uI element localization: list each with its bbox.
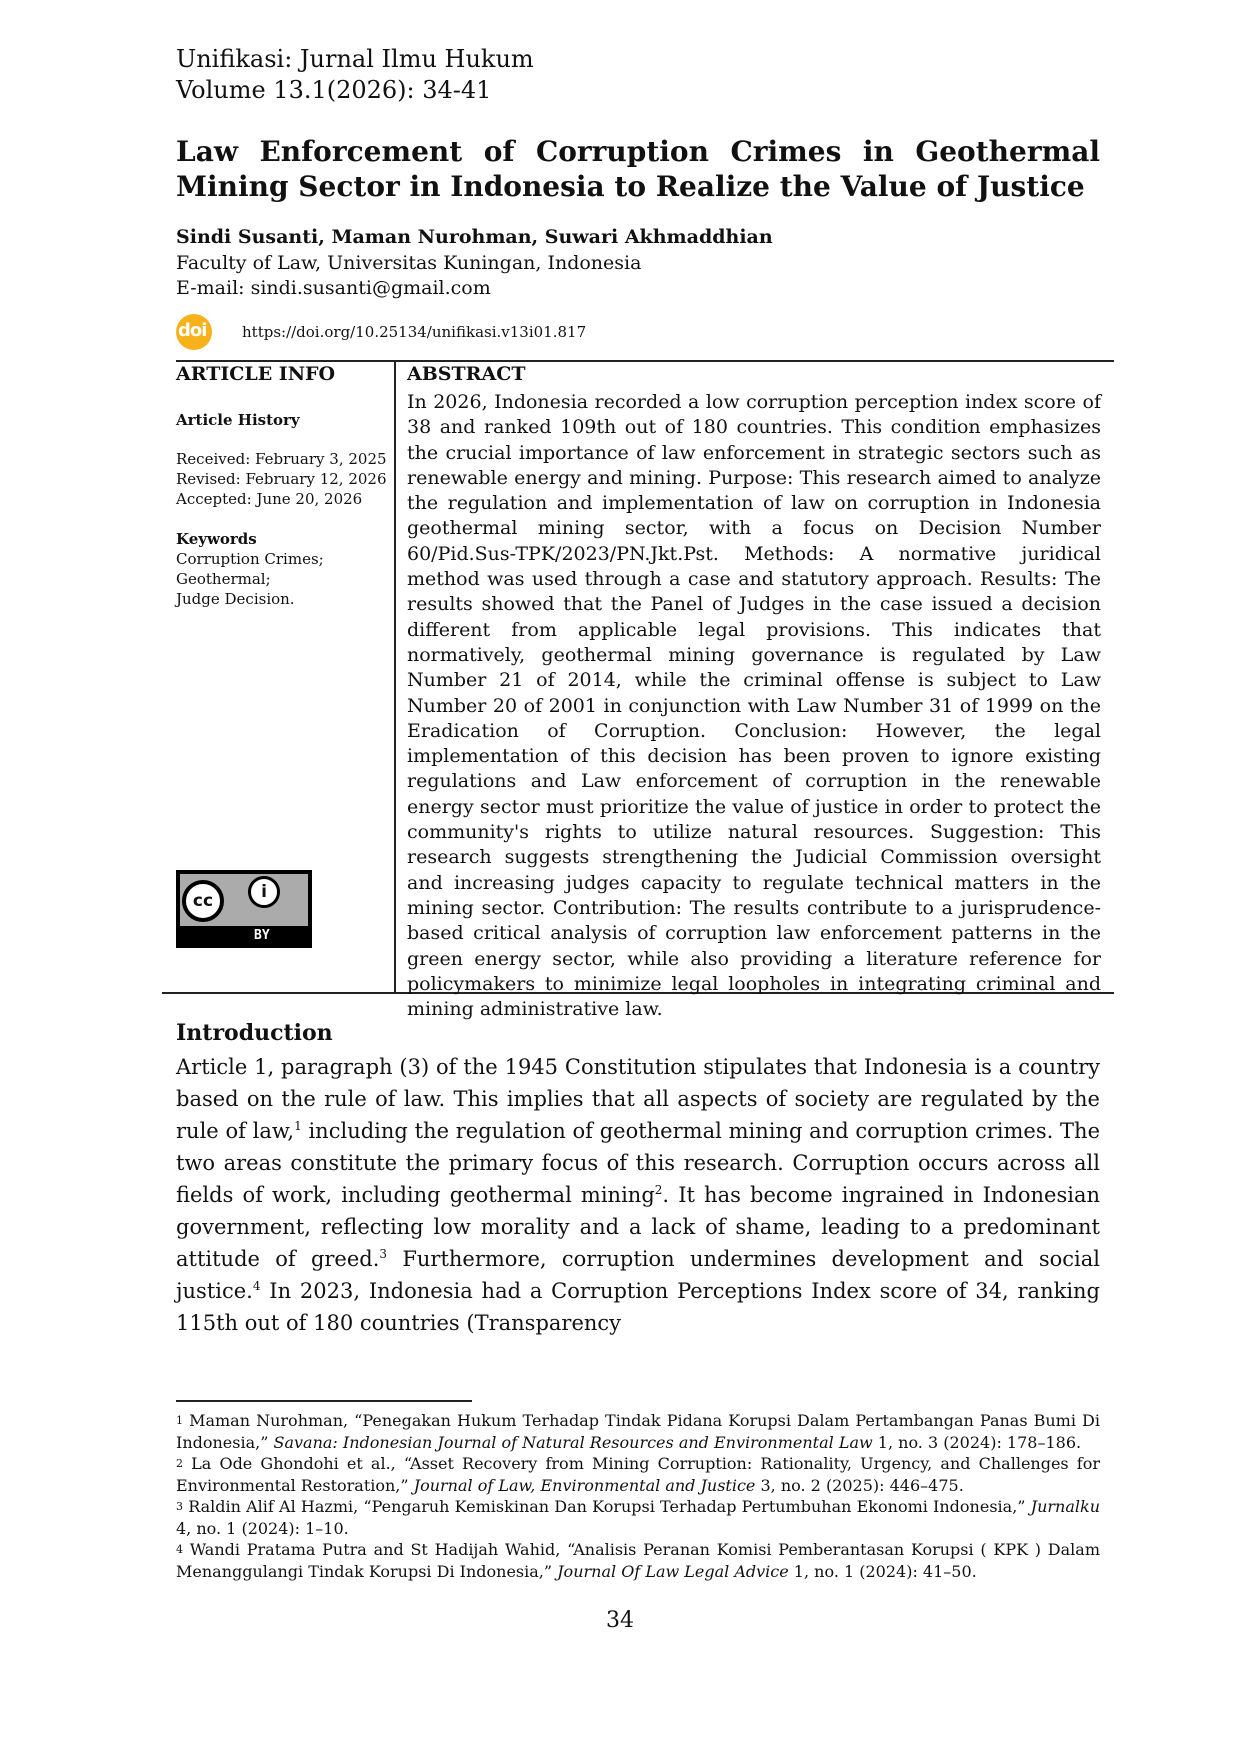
article-history-heading: Article History [176,411,300,429]
affiliation: Faculty of Law, Universitas Kuningan, In… [176,252,642,274]
author-email: E-mail: sindi.susanti@gmail.com [176,277,491,299]
abstract-heading: ABSTRACT [407,363,526,385]
introduction-heading: Introduction [176,1020,333,1046]
footnote-ref-3[interactable]: 3 [379,1247,388,1261]
revised-date: Revised: February 12, 2026 [176,470,387,488]
journal-volume: Volume 13.1(2026): 34-41 [176,76,492,104]
footnote-separator [176,1400,472,1402]
journal-name: Unifikasi: Jurnal Ilmu Hukum [176,45,534,73]
received-date: Received: February 3, 2025 [176,450,387,468]
keyword-3: Judge Decision. [176,590,295,608]
info-bottom-rule [162,992,1114,994]
footnote-4: 4 Wandi Pratama Putra and St Hadijah Wah… [176,1540,1100,1581]
footnote-ref-2[interactable]: 2 [654,1183,663,1197]
abstract-text: In 2026, Indonesia recorded a low corrup… [407,391,1101,1021]
info-top-rule [176,360,1114,362]
footnote-2: 2 La Ode Ghondohi et al., “Asset Recover… [176,1454,1100,1495]
attribution-icon: i [248,876,280,908]
article-info-heading: ARTICLE INFO [176,363,336,385]
introduction-paragraph: Article 1, paragraph (3) of the 1945 Con… [176,1055,1101,1335]
author-affiliation-block: Faculty of Law, Universitas Kuningan, In… [176,251,641,301]
info-column-divider [394,360,396,992]
footnote-3: 3 Raldin Alif Al Hazmi, “Pengaruh Kemisk… [176,1497,1100,1538]
cc-by-license-badge[interactable]: cc i BY [176,870,312,948]
accepted-date: Accepted: June 20, 2026 [176,490,363,508]
doi-row: doi https://doi.org/10.25134/unifikasi.v… [176,314,586,350]
page-number: 34 [606,1608,634,1633]
footnote-ref-4[interactable]: 4 [252,1279,261,1293]
footnotes: 1 Maman Nurohman, “Penegakan Hukum Terha… [176,1410,1100,1582]
keyword-2: Geothermal; [176,570,271,588]
journal-header: Unifikasi: Jurnal Ilmu Hukum Volume 13.1… [176,44,534,106]
article-title: Law Enforcement of Corruption Crimes in … [176,135,1100,203]
article-authors: Sindi Susanti, Maman Nurohman, Suwari Ak… [176,226,773,248]
keywords-heading: Keywords [176,530,257,548]
footnote-1: 1 Maman Nurohman, “Penegakan Hukum Terha… [176,1411,1100,1452]
article-history: Article History Received: February 3, 20… [176,410,387,609]
cc-icon: cc [182,880,224,922]
doi-icon: doi [176,314,212,350]
keyword-1: Corruption Crimes; [176,550,324,568]
footnote-ref-1[interactable]: 1 [294,1119,302,1133]
license-by-label: BY [254,928,270,943]
doi-link[interactable]: https://doi.org/10.25134/unifikasi.v13i0… [242,323,587,341]
